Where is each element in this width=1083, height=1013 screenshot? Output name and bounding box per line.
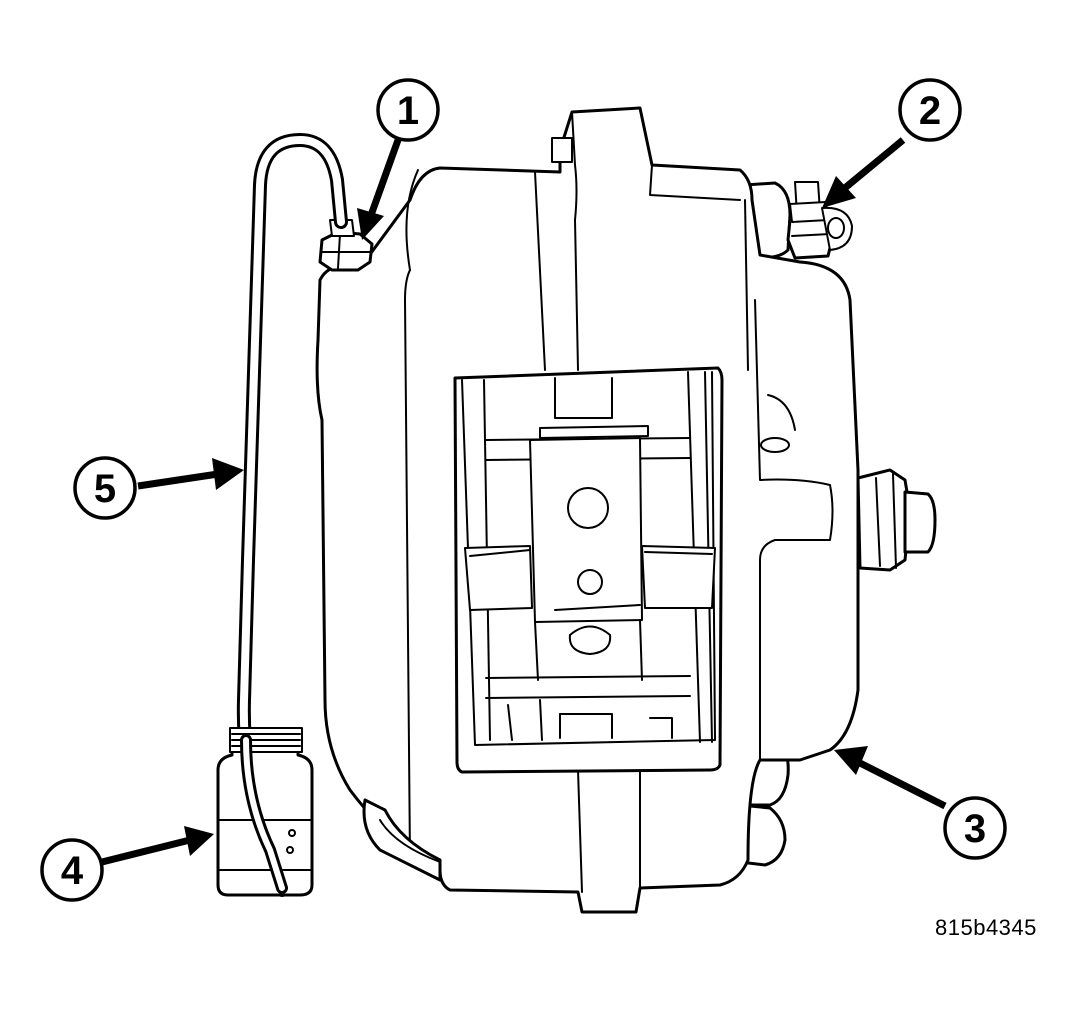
figure-id-code: 815b4345 — [935, 915, 1037, 940]
callout-3: 3 — [943, 796, 1007, 860]
callout-2-label: 2 — [919, 89, 941, 133]
bleeder-screw-with-hose — [318, 219, 374, 272]
callout-3-label: 3 — [964, 807, 986, 851]
bleeder-screw — [786, 181, 853, 260]
callout-1: 1 — [376, 78, 440, 142]
callout-4: 4 — [40, 838, 104, 902]
brake-pad-window — [453, 366, 724, 774]
callout-5-label: 5 — [94, 467, 116, 511]
callout-2: 2 — [898, 78, 962, 142]
callout-5: 5 — [73, 456, 137, 520]
leader-arrows — [101, 137, 947, 866]
callout-4-label: 4 — [61, 849, 84, 893]
callout-1-label: 1 — [397, 89, 419, 133]
brake-fluid-bottle — [216, 727, 314, 897]
